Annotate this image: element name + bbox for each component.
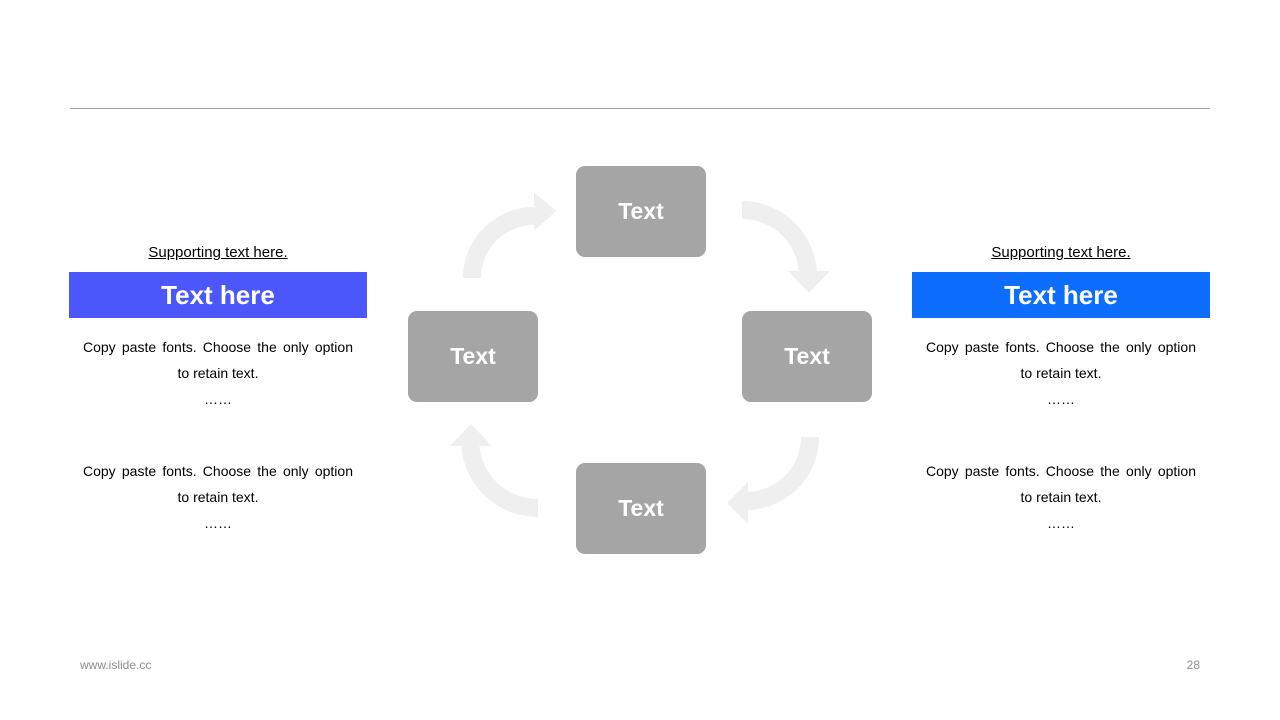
cycle-box-bottom: Text	[576, 463, 706, 554]
cycle-arrow-top-right	[741, 201, 830, 293]
cycle-box-right: Text	[742, 311, 872, 402]
left-paragraph-1: Copy paste fonts. Choose the only option…	[83, 334, 353, 412]
right-panel: Supporting text here. Text here Copy pas…	[912, 242, 1210, 536]
left-paragraph-1-text: Copy paste fonts. Choose the only option…	[83, 339, 353, 381]
left-paragraph-2: Copy paste fonts. Choose the only option…	[83, 458, 353, 536]
right-ellipsis-1: ……	[1047, 391, 1075, 407]
right-supporting-text: Supporting text here.	[991, 244, 1131, 261]
cycle-arrow-bottom-left	[450, 424, 539, 517]
left-supporting-text: Supporting text here.	[148, 244, 288, 261]
left-ellipsis-2: ……	[204, 515, 232, 531]
right-paragraph-1-text: Copy paste fonts. Choose the only option…	[926, 339, 1196, 381]
footer-url: www.islide.cc	[80, 658, 152, 672]
cycle-box-left: Text	[408, 311, 538, 402]
left-panel: Supporting text here. Text here Copy pas…	[69, 242, 367, 536]
right-paragraph-1: Copy paste fonts. Choose the only option…	[926, 334, 1196, 412]
cycle-arrow-top-left	[463, 192, 556, 279]
header-divider	[70, 108, 1210, 109]
left-paragraph-2-text: Copy paste fonts. Choose the only option…	[83, 463, 353, 505]
right-paragraph-2: Copy paste fonts. Choose the only option…	[926, 458, 1196, 536]
cycle-box-top: Text	[576, 166, 706, 257]
right-ellipsis-2: ……	[1047, 515, 1075, 531]
cycle-arrow-bottom-right	[727, 436, 819, 524]
right-banner: Text here	[912, 272, 1210, 318]
page-number: 28	[1186, 658, 1200, 672]
left-banner: Text here	[69, 272, 367, 318]
right-paragraph-2-text: Copy paste fonts. Choose the only option…	[926, 463, 1196, 505]
left-ellipsis-1: ……	[204, 391, 232, 407]
